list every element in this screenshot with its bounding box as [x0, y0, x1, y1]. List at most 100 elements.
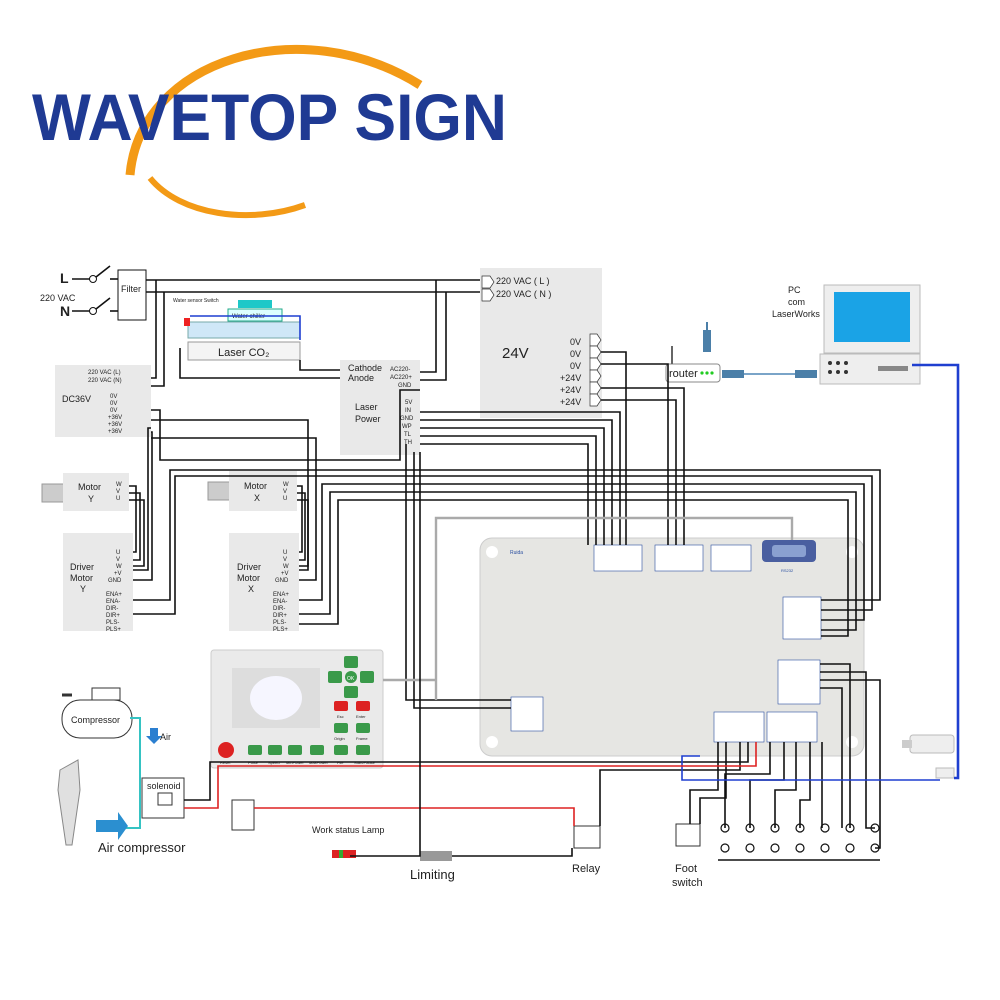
frame-button[interactable] [356, 723, 370, 733]
pc-screen [834, 292, 910, 342]
driver-y-pin-9: PLS- [106, 620, 119, 626]
driver-y-pin-6: ENA- [106, 599, 120, 605]
psu-36v-input-l: 220 VAC (L) [88, 370, 121, 376]
driver-x-pin-8: DIR+ [273, 613, 287, 619]
relay-label: Relay [572, 863, 601, 875]
limit-switch-icon [820, 823, 830, 833]
water-chiller-label: Water chiller [232, 314, 265, 320]
main-controller: Ruida RS232 [479, 537, 865, 757]
laser-tube-icon [187, 321, 301, 339]
mains-input: L 220 VAC N Filter [40, 265, 147, 321]
arrow-right-button[interactable] [360, 671, 374, 683]
foot-switch-label-0: Foot [675, 863, 697, 875]
cable-plug-icon [722, 370, 744, 378]
psu-24v-out-1: 0V [570, 349, 581, 359]
enter-button[interactable] [356, 701, 370, 711]
file-button[interactable] [334, 745, 348, 755]
psu-24v-out-5: +24V [560, 397, 581, 407]
start-pause-button[interactable] [356, 745, 370, 755]
router-icon [665, 363, 721, 383]
mains-l-label: L [60, 270, 69, 286]
maxpower-button[interactable] [310, 745, 324, 755]
pulse-button[interactable] [248, 745, 262, 755]
origin-button[interactable] [334, 723, 348, 733]
speed-button[interactable] [268, 745, 282, 755]
psu-36v-out-2: 0V [110, 408, 117, 414]
connector-block [782, 596, 822, 640]
laser-head-icon [57, 759, 81, 846]
switch-contact-icon [89, 275, 97, 283]
laser-power-title-0: Laser [355, 402, 378, 412]
motor-y-pin-2: U [116, 496, 120, 502]
arrow-down-button[interactable] [344, 686, 358, 698]
driver-x-pin-5: ENA+ [273, 592, 289, 598]
router-label: router [669, 368, 698, 380]
driver-y-pin-0: U [116, 550, 120, 556]
driver-x-pin-9: PLS- [273, 620, 286, 626]
arrow-left-button[interactable] [328, 671, 342, 683]
laser-power-ctrl-4: TL [404, 432, 412, 438]
connector-block [710, 544, 752, 572]
laser-tube-label: Laser CO₂ [218, 347, 269, 359]
driver-y-title-1: Motor [70, 573, 93, 583]
air-label: Air [160, 732, 171, 742]
driver-x-title-2: X [248, 584, 254, 594]
usb-drive-icon [909, 734, 955, 754]
esc-button[interactable] [334, 701, 348, 711]
laser-power-ac-0: AC220- [390, 367, 410, 373]
motor-x-box [229, 471, 297, 511]
compressor-label: Compressor [71, 715, 120, 725]
water-switch-label: Water sensor Switch [173, 298, 219, 304]
limiting-switch-icon [420, 851, 452, 861]
foot-switch-icon [675, 823, 701, 847]
motor-y-pin-0: W [116, 482, 122, 488]
mains-n-label: N [60, 303, 70, 319]
driver-x-box [229, 533, 299, 631]
psu-36v-box [55, 365, 151, 437]
reset-button[interactable] [218, 742, 234, 758]
laser-power: Cathode Anode Laser Power AC220- AC220+ … [340, 360, 420, 455]
laser-power-ac-2: GND [398, 383, 412, 389]
connector-block [713, 711, 765, 743]
air-caption: Air compressor [98, 840, 186, 855]
laser-power-anode: Anode [348, 373, 374, 383]
connector-block [593, 544, 643, 572]
ok-label: OK [347, 676, 355, 682]
controller-brand: Ruida [510, 550, 523, 556]
filter-label: Filter [121, 284, 141, 294]
psu-24v-title: 24V [502, 345, 529, 362]
psu-24v-input-n: 220 VAC ( N ) [496, 289, 551, 299]
psu-36v-out-0: 0V [110, 394, 117, 400]
pc-label-2: LaserWorks [772, 309, 820, 319]
ok-button[interactable] [345, 671, 357, 683]
origin-label: Origin [334, 736, 345, 741]
pc: PC com LaserWorks [772, 284, 921, 385]
driver-y-pin-3: +V [114, 571, 122, 577]
psu-36v-title: DC36V [62, 394, 91, 404]
motor-y-shaft-icon [41, 483, 65, 503]
driver-y-pin-7: DIR- [106, 606, 118, 612]
frame-label: Frame [356, 736, 368, 741]
valve-icon [231, 799, 255, 831]
motor-x-title-0: Motor [244, 481, 267, 491]
laser-power-ac-1: AC220+ [390, 375, 412, 381]
minpower-button[interactable] [288, 745, 302, 755]
control-panel: OK Reset Pulse Speed MinPower MaxPower F… [210, 649, 384, 769]
limiting-label: Limiting [410, 867, 455, 882]
laser-power-ctrl-1: IN [405, 408, 411, 414]
driver-x-title-1: Motor [237, 573, 260, 583]
psu-36v-input-n: 220 VAC (N) [88, 378, 122, 384]
psu-24v-out-3: +24V [560, 373, 581, 383]
psu-24v-out-0: 0V [570, 337, 581, 347]
controller-body [479, 537, 865, 757]
connector-block [777, 659, 821, 705]
air-flow-arrow-icon [96, 812, 128, 840]
wires [129, 279, 960, 861]
air-arrow-icon [146, 728, 162, 744]
arrow-up-button[interactable] [344, 656, 358, 668]
psu-24v-box [480, 268, 602, 418]
motor-y-box [63, 473, 129, 511]
laser-power-ctrl-2: GND [400, 416, 414, 422]
psu-36v-out-4: +36V [108, 422, 122, 428]
logo-arc [125, 44, 423, 176]
